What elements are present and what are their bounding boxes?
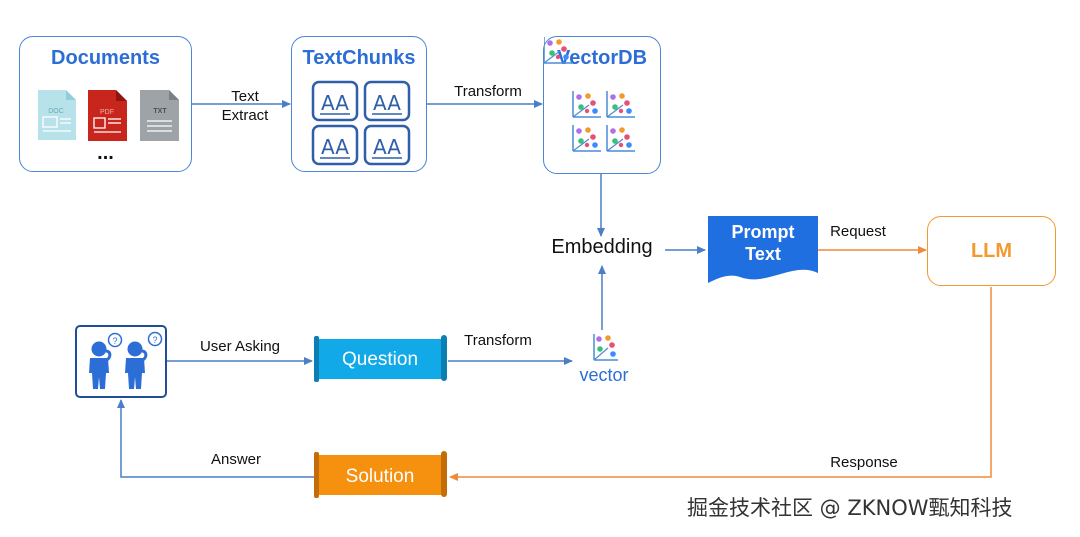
edge-label-user-asking: User Asking: [199, 338, 281, 355]
question-label: Question: [341, 349, 419, 370]
chunk-glyph-3: AA: [321, 135, 349, 159]
prompt-text-line1: Prompt: [731, 222, 795, 242]
documents-title: Documents: [51, 47, 160, 69]
edge-label-extract: Extract: [221, 107, 269, 124]
textchunks-node: TextChunks AA AA AA AA: [291, 36, 427, 172]
solution-node: [314, 451, 447, 498]
vectordb-node: VectorDB: [543, 36, 661, 174]
textchunks-title: TextChunks: [302, 47, 416, 69]
edge-label-response: Response: [830, 454, 898, 471]
file-icons: DOC PDF TXT: [38, 90, 179, 141]
doc-file-tag: DOC: [48, 108, 64, 115]
documents-node: Documents DOC PDF: [19, 36, 192, 172]
vector-plots-icon: [544, 37, 636, 152]
edge-solution-users: [117, 399, 314, 478]
llm-label: LLM: [970, 240, 1013, 262]
vector-icon: [593, 334, 618, 361]
edge-label-request: Request: [830, 223, 886, 240]
watermark: 掘金技术社区 @ ZKNOW甄知科技: [687, 496, 1013, 520]
mini-scatter-icon: [544, 37, 572, 64]
prompt-text-line2: Text: [745, 244, 781, 264]
edge-label-transform-top: Transform: [454, 83, 522, 100]
edge-label-answer: Answer: [210, 451, 262, 468]
question-node: [314, 335, 447, 382]
txt-file-icon: [140, 90, 179, 141]
llm-node: LLM: [927, 216, 1056, 286]
thinking-users-icon: ? ?: [89, 331, 163, 389]
pdf-file-icon: [88, 90, 127, 141]
txt-file-tag: TXT: [153, 108, 167, 115]
svg-text:?: ?: [152, 335, 157, 345]
chunk-glyph-1: AA: [321, 91, 349, 115]
embedding-node: Embedding: [551, 236, 653, 258]
chunk-glyph-4: AA: [373, 135, 401, 159]
edge-llm-solution: [449, 287, 992, 481]
chunk-glyph-2: AA: [373, 91, 401, 115]
edge-label-transform-bottom: Transform: [464, 332, 532, 349]
doc-file-icon: [38, 90, 76, 140]
documents-ellipsis: ...: [97, 142, 114, 164]
pdf-file-tag: PDF: [100, 109, 114, 116]
solution-label: Solution: [345, 466, 415, 487]
prompt-text-node: [708, 216, 818, 283]
vectordb-title: VectorDB: [556, 47, 648, 69]
svg-text:?: ?: [112, 336, 117, 346]
vector-label: vector: [579, 365, 629, 385]
text-chunk-icons: AA AA AA AA: [311, 80, 411, 166]
edge-label-text: Text: [231, 88, 259, 105]
users-node: ? ?: [75, 325, 167, 398]
